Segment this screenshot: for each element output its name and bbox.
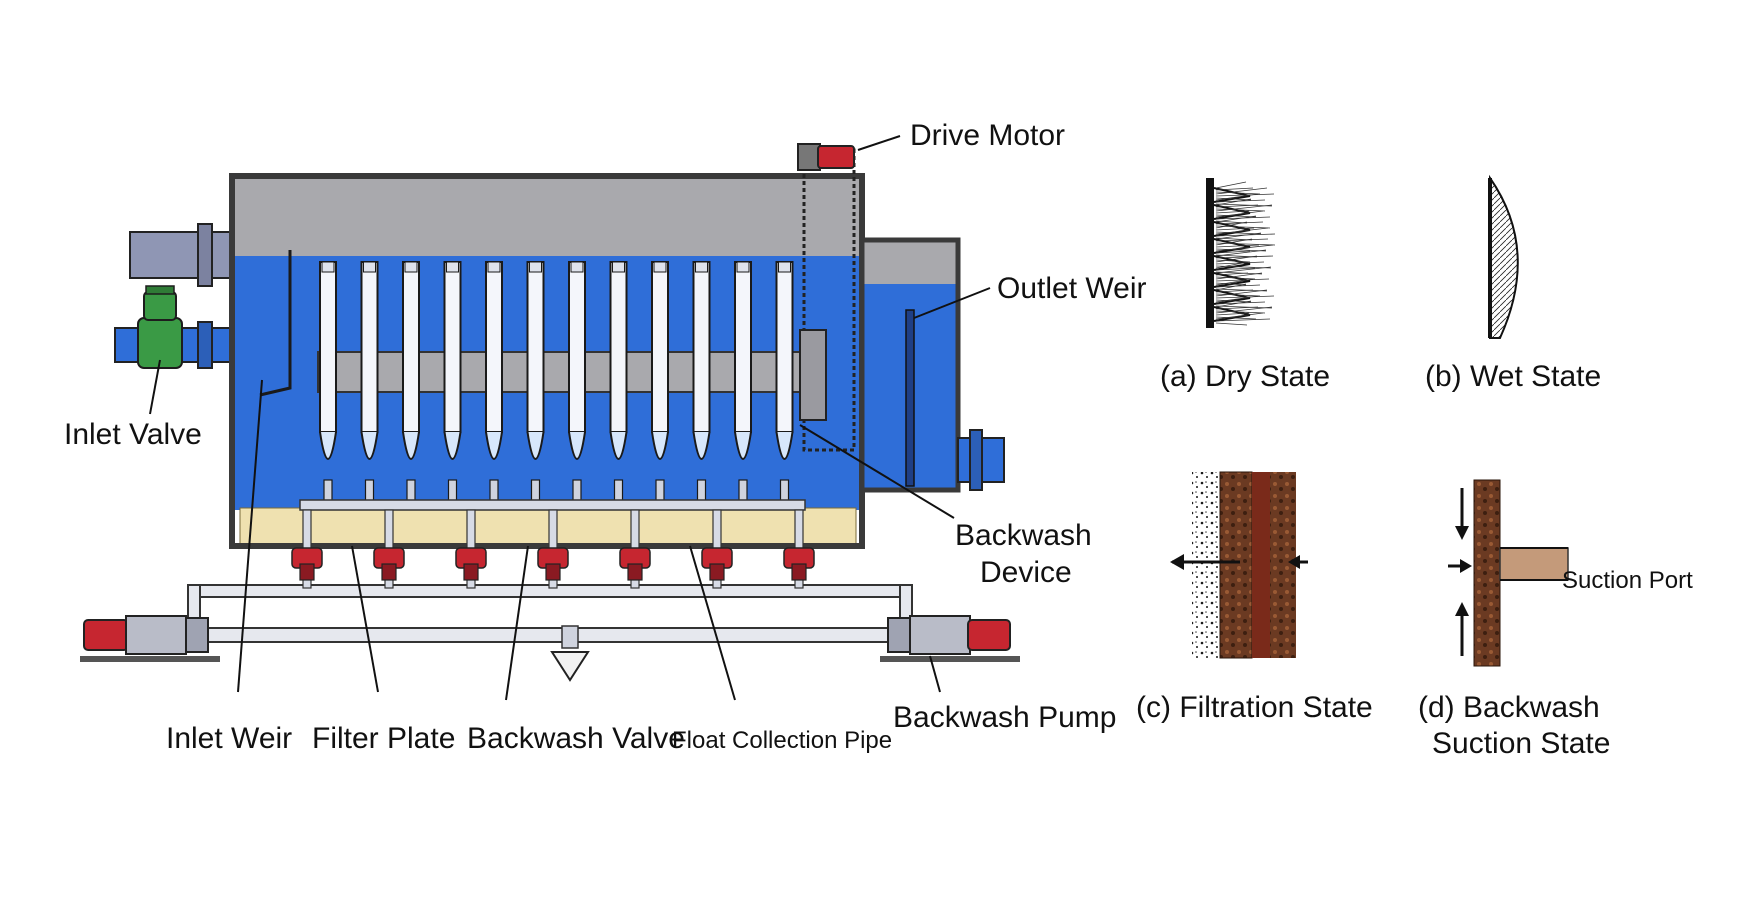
filter-plate	[734, 261, 752, 503]
pump-suction-line	[139, 627, 921, 643]
filter-plate	[360, 261, 379, 503]
outlet-chamber-headspace	[862, 240, 956, 284]
filter-plates	[319, 261, 794, 503]
filter-plate	[568, 261, 586, 503]
label-backwash-device-2: Device	[980, 556, 1072, 589]
filter-plate	[485, 261, 503, 503]
leader-lines	[149, 135, 991, 701]
filter-plate	[609, 261, 628, 503]
label-backwash-device-1: Backwash	[955, 519, 1092, 552]
backwash-valve[interactable]	[455, 509, 487, 589]
caption-dry-state: (a) Dry State	[1160, 360, 1330, 393]
inlet-flange-lower	[197, 321, 213, 369]
backwash-valve[interactable]	[291, 509, 323, 589]
label-backwash-valve: Backwash Valve	[467, 722, 685, 755]
filter-plate	[402, 261, 420, 503]
caption-filtration-state: (c) Filtration State	[1136, 691, 1373, 724]
label-drive-motor: Drive Motor	[910, 119, 1065, 152]
filter-plate	[526, 261, 545, 503]
caption-backwash-suction-2: Suction State	[1432, 727, 1610, 760]
outlet-chamber-wall	[859, 237, 961, 493]
float-collection-pipe-inner	[299, 499, 806, 511]
caption-backwash-suction-1: (d) Backwash	[1418, 691, 1600, 724]
caption-wet-state: (b) Wet State	[1425, 360, 1601, 393]
filter-plate	[775, 261, 794, 503]
inlet-pipe-upper	[129, 231, 241, 279]
inset-backwash-suction-state: Suction Port (d) Backwash Suction State	[1418, 479, 1693, 760]
backwash-pump-left[interactable]	[80, 615, 220, 662]
label-inlet-valve: Inlet Valve	[64, 418, 202, 451]
label-outlet-weir: Outlet Weir	[997, 272, 1147, 305]
inlet-weir-plate	[259, 250, 292, 397]
drive-motor[interactable]	[797, 143, 855, 171]
filter-plate	[651, 261, 669, 503]
backwash-valve[interactable]	[373, 509, 405, 589]
inset-filtration-state: (c) Filtration State	[1136, 471, 1373, 724]
backwash-valve[interactable]	[619, 509, 651, 589]
label-inlet-weir: Inlet Weir	[166, 722, 292, 755]
backwash-pump-right[interactable]	[880, 615, 1020, 662]
inlet-valve-body[interactable]	[137, 285, 183, 369]
label-backwash-pump: Backwash Pump	[893, 701, 1116, 734]
backwash-valve[interactable]	[701, 509, 733, 589]
inlet-flange-upper	[197, 223, 213, 287]
inset-dry-state: (a) Dry State	[1160, 178, 1330, 393]
label-suction-port: Suction Port	[1562, 567, 1693, 594]
drain-tee	[561, 625, 579, 649]
chain-sprocket-box	[799, 329, 827, 421]
outlet-weir-plate	[905, 309, 915, 487]
label-float-collection-pipe: Float Collection Pipe	[672, 727, 892, 754]
tank-headspace	[234, 176, 862, 256]
filter-plate	[443, 261, 462, 503]
filter-plate	[692, 261, 711, 503]
filter-tank	[114, 143, 1005, 549]
drain-funnel	[550, 651, 590, 682]
backwash-valve[interactable]	[537, 509, 569, 589]
backwash-piping	[80, 509, 1020, 682]
backwash-valves	[291, 509, 815, 589]
backwash-valve[interactable]	[783, 509, 815, 589]
sludge-layer	[239, 507, 857, 545]
inset-wet-state: (b) Wet State	[1425, 174, 1601, 393]
label-filter-plate: Filter Plate	[312, 722, 455, 755]
outlet-flange	[969, 429, 983, 491]
filter-plate	[319, 261, 337, 503]
